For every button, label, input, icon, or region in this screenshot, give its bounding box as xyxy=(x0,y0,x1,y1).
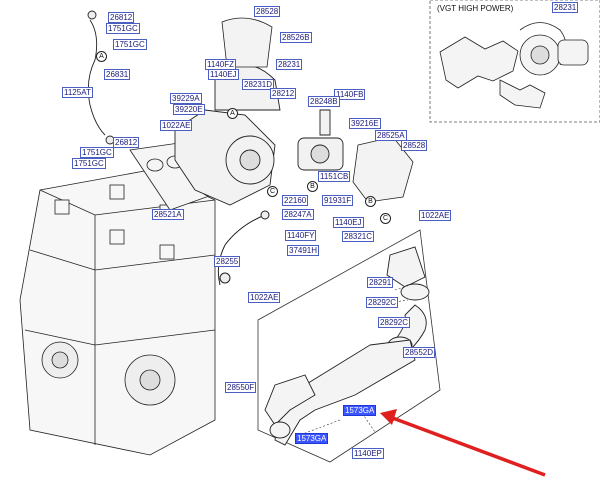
sensor-wire-drawing xyxy=(87,10,115,145)
part-label-28212[interactable]: 28212 xyxy=(270,88,297,99)
part-label-39229a[interactable]: 39229A xyxy=(170,93,202,104)
part-label-1751gc-b[interactable]: 1751GC xyxy=(113,39,147,50)
circle-marker-b2: B xyxy=(365,196,376,207)
part-label-39216e[interactable]: 39216E xyxy=(349,118,381,129)
part-label-28231d[interactable]: 28231D xyxy=(242,79,275,90)
circle-marker-c2: C xyxy=(380,213,391,224)
circle-marker-b1: B xyxy=(307,181,318,192)
part-label-28525a[interactable]: 28525A xyxy=(375,130,407,141)
circle-marker-a2: A xyxy=(227,108,238,119)
part-label-28247a[interactable]: 28247A xyxy=(282,209,314,220)
part-label-1125at[interactable]: 1125AT xyxy=(62,87,93,98)
part-label-28321c[interactable]: 28321C xyxy=(342,231,375,242)
part-label-37491h[interactable]: 37491H xyxy=(287,245,320,256)
part-label-28248b[interactable]: 28248B xyxy=(308,96,340,107)
circle-marker-a1: A xyxy=(96,51,107,62)
part-label-91931f[interactable]: 91931F xyxy=(322,195,354,206)
part-label-1751gc-c[interactable]: 1751GC xyxy=(80,147,114,158)
part-label-28528-b[interactable]: 28528 xyxy=(401,140,428,151)
part-label-1022ae-a[interactable]: 1022AE xyxy=(160,120,193,131)
part-label-26812-a[interactable]: 26812 xyxy=(108,12,135,23)
part-label-26812-b[interactable]: 26812 xyxy=(113,137,140,148)
part-label-1140ej[interactable]: 1140EJ xyxy=(208,69,239,80)
part-label-28521a[interactable]: 28521A xyxy=(152,209,184,220)
part-label-1140fb[interactable]: 1140FB xyxy=(334,89,366,100)
part-label-1140ej-b[interactable]: 1140EJ xyxy=(333,217,364,228)
part-label-1751gc-a[interactable]: 1751GC xyxy=(106,23,140,34)
part-label-28528-a[interactable]: 28528 xyxy=(254,6,281,17)
part-label-28526b[interactable]: 28526B xyxy=(280,32,312,43)
oil-pipe-drawing xyxy=(217,210,270,286)
inset-title: (VGT HIGH POWER) xyxy=(437,4,514,13)
part-label-28291[interactable]: 28291 xyxy=(367,277,394,288)
inset-turbo-drawing xyxy=(439,22,589,109)
heat-shield-drawing xyxy=(221,17,414,203)
part-label-26831[interactable]: 26831 xyxy=(104,69,131,80)
hose-panel-frame xyxy=(257,229,441,463)
part-label-28292c-a[interactable]: 28292C xyxy=(366,297,399,308)
part-label-1573ga-b[interactable]: 1573GA xyxy=(295,433,329,444)
part-label-1573ga-a[interactable]: 1573GA xyxy=(343,405,377,416)
part-label-22160[interactable]: 22160 xyxy=(282,195,309,206)
part-label-1751gc-d[interactable]: 1751GC xyxy=(72,158,106,169)
part-label-28552d[interactable]: 28552D xyxy=(403,347,436,358)
part-label-39220e[interactable]: 39220E xyxy=(173,104,205,115)
part-label-1151cb[interactable]: 1151CB xyxy=(318,171,351,182)
part-label-28255[interactable]: 28255 xyxy=(214,256,241,267)
part-label-28292c-b[interactable]: 28292C xyxy=(378,317,411,328)
part-label-28550f[interactable]: 28550F xyxy=(225,382,257,393)
part-label-28231[interactable]: 28231 xyxy=(276,59,303,70)
red-arrow xyxy=(380,409,546,477)
circle-marker-c1: C xyxy=(267,186,278,197)
engine-block-drawing xyxy=(19,169,216,456)
part-label-1022ae-c[interactable]: 1022AE xyxy=(248,292,281,303)
inset-label-28231[interactable]: 28231 xyxy=(552,2,579,13)
part-label-1140ep[interactable]: 1140EP xyxy=(352,448,384,459)
part-label-1140fy[interactable]: 1140FY xyxy=(285,230,317,241)
part-label-1022ae-b[interactable]: 1022AE xyxy=(419,210,452,221)
